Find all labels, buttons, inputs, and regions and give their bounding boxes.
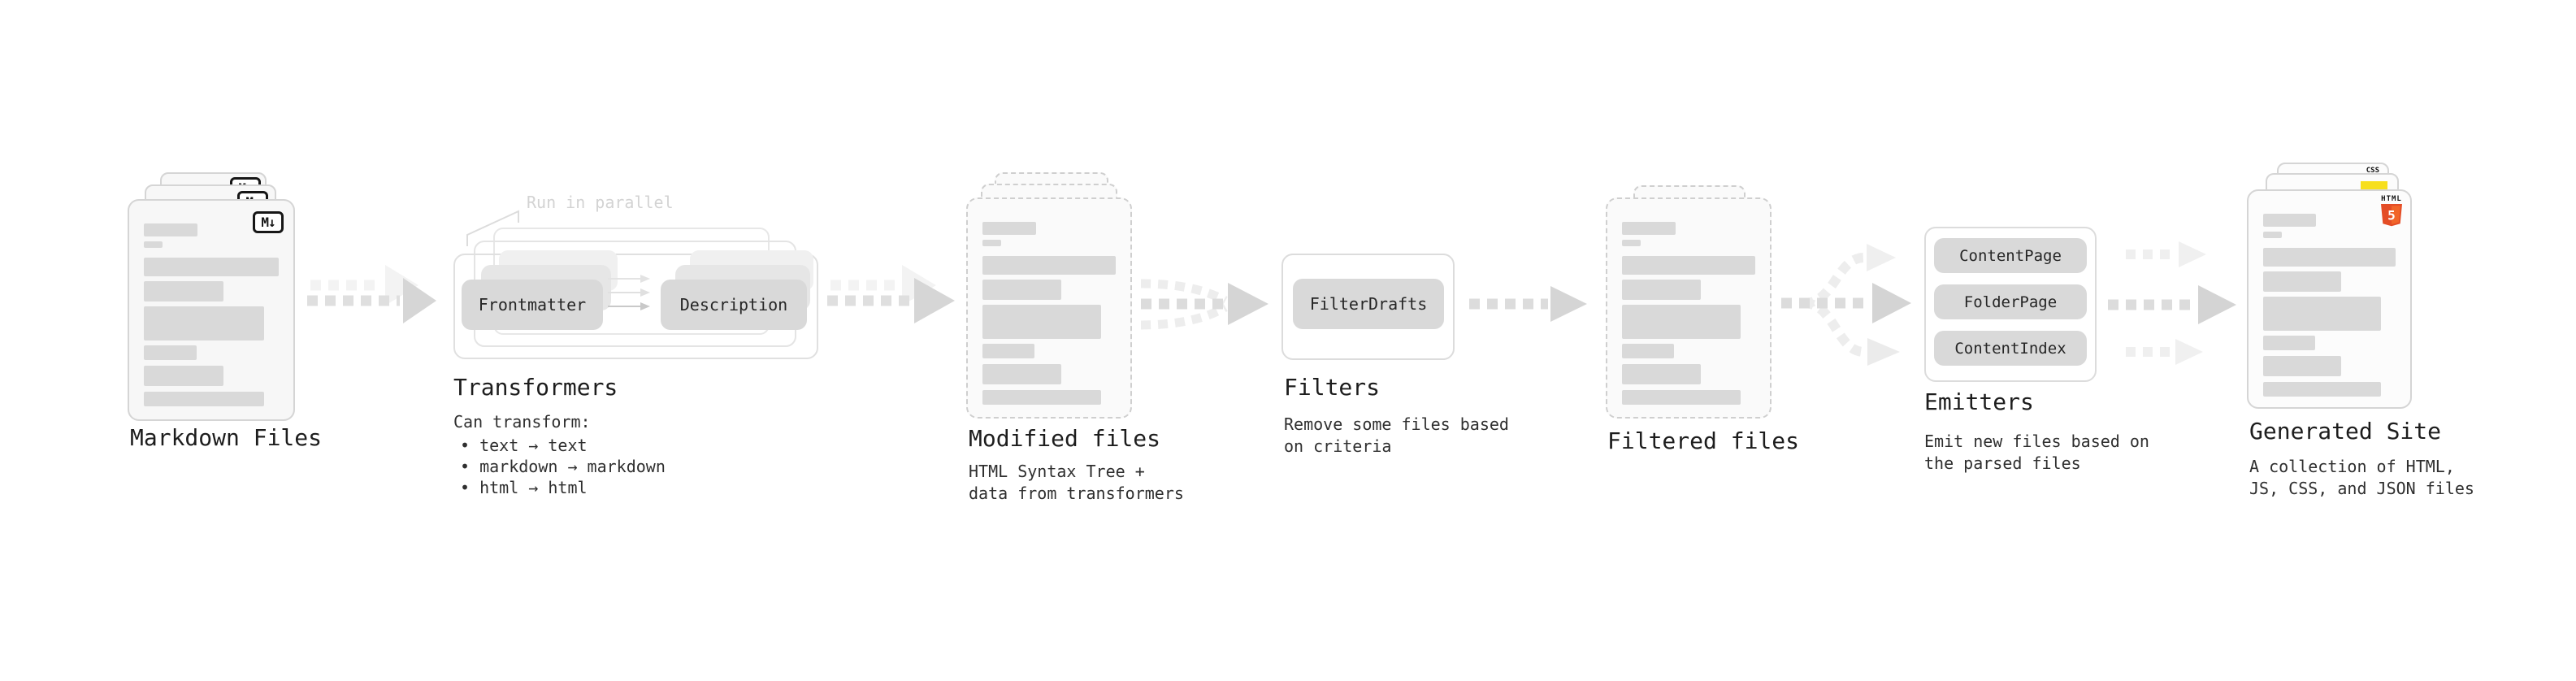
file-content-placeholder <box>1607 199 1770 405</box>
js-icon <box>2361 181 2387 192</box>
filtered-file-card-front <box>1606 197 1772 419</box>
placeholder-bar <box>982 364 1061 384</box>
flow-arrow-filters-to-filtered <box>1469 286 1587 322</box>
placeholder-bar <box>144 223 198 236</box>
modified-files-description: HTML Syntax Tree + data from transformer… <box>969 462 1184 503</box>
placeholder-bar <box>144 306 264 340</box>
stage-label-modified-files: Modified files <box>969 425 1161 452</box>
flow-arrow-filtered-to-emitters <box>1781 244 1911 366</box>
placeholder-bar <box>1622 256 1755 275</box>
placeholder-bar <box>982 280 1061 300</box>
placeholder-bar <box>1622 222 1676 235</box>
placeholder-bar <box>144 392 264 406</box>
flow-arrow-transformers-to-modified <box>827 265 955 323</box>
flow-arrow-modified-to-filters <box>1140 279 1268 330</box>
stage-label-markdown-files: Markdown Files <box>130 424 323 451</box>
filter-pill-filterdrafts: FilterDrafts <box>1293 279 1444 329</box>
site-file-card-front: HTML 5 <box>2247 189 2412 409</box>
modified-file-card-front <box>966 197 1132 419</box>
flow-arrow-markdown-to-transformers <box>307 265 436 323</box>
transformer-step-arrows <box>608 275 650 310</box>
placeholder-bar <box>982 256 1116 275</box>
placeholder-bar <box>2263 271 2342 292</box>
placeholder-bar <box>1622 280 1701 300</box>
placeholder-bar <box>144 258 279 276</box>
transformers-bullet: • html → html <box>460 478 588 497</box>
placeholder-bar <box>2263 336 2315 350</box>
file-content-placeholder <box>968 199 1130 405</box>
stage-label-emitters: Emitters <box>1924 388 2034 415</box>
placeholder-bar <box>982 305 1101 339</box>
transformers-bullet: • text → text <box>460 436 588 455</box>
markdown-file-icon: M↓ <box>253 211 284 233</box>
run-in-parallel-callout-line <box>466 210 519 246</box>
emitters-description: Emit new files based on the parsed files <box>1924 432 2149 473</box>
placeholder-bar <box>2263 297 2382 331</box>
emitter-pill-folderpage: FolderPage <box>1934 284 2087 319</box>
emitter-pill-contentindex: ContentIndex <box>1934 331 2087 366</box>
html5-shield: 5 <box>2381 204 2402 227</box>
stage-label-generated-site: Generated Site <box>2249 418 2442 445</box>
placeholder-bar <box>144 241 163 248</box>
placeholder-bar <box>144 366 223 386</box>
placeholder-bar <box>1622 240 1641 246</box>
placeholder-bar <box>1622 364 1701 384</box>
svg-text:5: 5 <box>2387 208 2396 223</box>
filters-description: Remove some files based on criteria <box>1284 414 1509 456</box>
placeholder-bar <box>144 345 197 360</box>
flow-arrow-emitters-to-site <box>2108 241 2236 365</box>
stage-label-transformers: Transformers <box>453 374 618 401</box>
markdown-file-card-front: M↓ <box>128 199 295 421</box>
file-content-placeholder <box>2249 191 2410 397</box>
stage-label-filtered-files: Filtered files <box>1607 427 1800 454</box>
placeholder-bar <box>2263 248 2396 267</box>
transformer-pill-description: Description <box>661 280 807 330</box>
placeholder-bar <box>2263 356 2342 376</box>
placeholder-bar <box>144 281 223 301</box>
html5-icon: HTML 5 <box>2380 196 2403 230</box>
transformers-bullet: • markdown → markdown <box>460 457 666 476</box>
placeholder-bar <box>2263 232 2282 238</box>
file-content-placeholder <box>129 201 293 406</box>
placeholder-bar <box>2263 214 2317 227</box>
transformers-box-front <box>453 254 818 359</box>
placeholder-bar <box>1622 344 1674 358</box>
generated-site-description: A collection of HTML, JS, CSS, and JSON … <box>2249 457 2474 498</box>
placeholder-bar <box>1622 390 1741 405</box>
placeholder-bar <box>982 240 1001 246</box>
placeholder-bar <box>982 344 1034 358</box>
run-in-parallel-annotation: Run in parallel <box>527 193 674 212</box>
placeholder-bar <box>982 390 1101 405</box>
transformer-pill-frontmatter: Frontmatter <box>462 280 603 330</box>
emitter-pill-contentpage: ContentPage <box>1934 238 2087 273</box>
placeholder-bar <box>2263 382 2382 397</box>
placeholder-bar <box>1622 305 1741 339</box>
stage-label-filters: Filters <box>1284 374 1381 401</box>
html5-wordmark: HTML <box>2381 195 2402 203</box>
transformers-description-title: Can transform: <box>453 412 591 432</box>
placeholder-bar <box>982 222 1036 235</box>
